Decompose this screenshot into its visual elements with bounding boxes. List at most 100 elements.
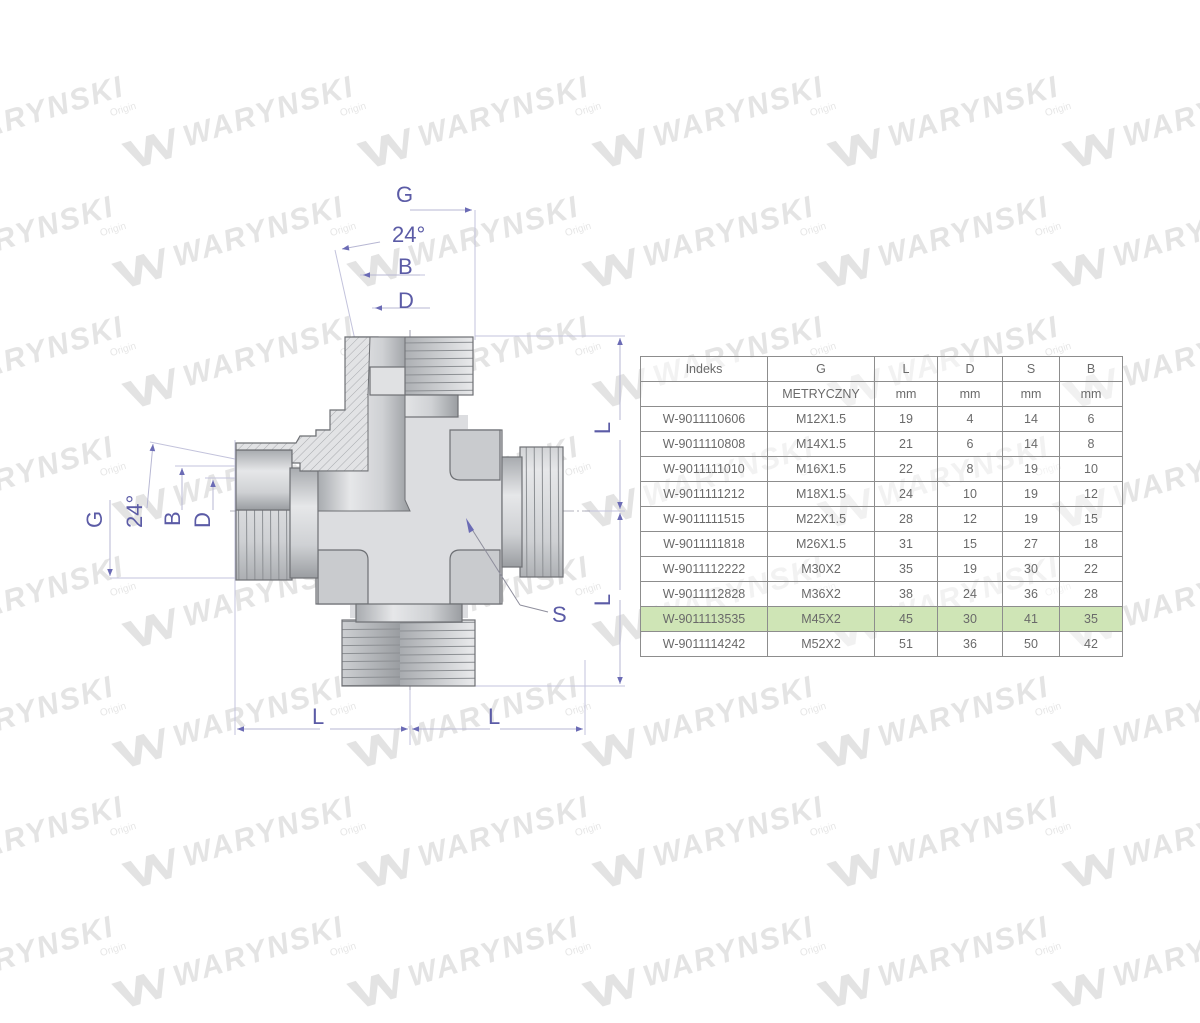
unit-cell: mm (1059, 381, 1123, 407)
table-cell: 30 (937, 606, 1003, 632)
wrench-arrow-icon (466, 518, 474, 533)
table-cell: 22 (1059, 556, 1123, 582)
table-cell: W-9011111212 (640, 481, 768, 507)
table-cell: 36 (937, 631, 1003, 657)
table-cell: 28 (874, 506, 938, 532)
table-cell: 27 (1002, 531, 1060, 557)
table-cell: M14X1.5 (767, 431, 875, 457)
table-cell: 36 (1002, 581, 1060, 607)
fitting-body (235, 336, 564, 687)
table-cell: 41 (1002, 606, 1060, 632)
table-cell: 10 (1059, 456, 1123, 482)
table-cell: W-9011114242 (640, 631, 768, 657)
table-cell: 19 (1002, 481, 1060, 507)
table-cell: 10 (937, 481, 1003, 507)
table-cell: M52X2 (767, 631, 875, 657)
unit-cell: mm (937, 381, 1003, 407)
table-cell: W-9011112828 (640, 581, 768, 607)
dim-label-right-l-upper: L (590, 422, 615, 434)
dim-label-bottom-l-right: L (488, 704, 500, 729)
spec-table: Indeks G L D S B METRYCZNY mm mm mm mm W… (640, 356, 1123, 657)
table-cell: 4 (937, 406, 1003, 432)
header-cell: B (1059, 356, 1123, 382)
table-cell: 8 (1059, 431, 1123, 457)
wrench-size-leader (467, 522, 549, 613)
table-cell: 24 (937, 581, 1003, 607)
table-cell: W-9011110808 (640, 431, 768, 457)
table-cell: M18X1.5 (767, 481, 875, 507)
dim-label-top-d: D (398, 288, 414, 313)
table-cell: 19 (937, 556, 1003, 582)
table-cell: 8 (937, 456, 1003, 482)
table-cell: 31 (874, 531, 938, 557)
dim-label-left-angle: 24° (122, 495, 147, 528)
table-cell: 24 (874, 481, 938, 507)
header-cell: D (937, 356, 1003, 382)
table-cell: W-9011113535 (640, 606, 768, 632)
table-cell: 51 (874, 631, 938, 657)
table-cell: M12X1.5 (767, 406, 875, 432)
table-cell: 14 (1002, 431, 1060, 457)
unit-cell: mm (874, 381, 938, 407)
table-cell: 6 (937, 431, 1003, 457)
dim-label-top-b: B (398, 254, 413, 279)
dim-label-left-g: G (82, 511, 107, 528)
dim-label-top-g: G (396, 182, 413, 207)
table-cell: 6 (1059, 406, 1123, 432)
dim-label-left-d: D (190, 512, 215, 528)
header-cell: L (874, 356, 938, 382)
table-cell: 45 (874, 606, 938, 632)
unit-cell: METRYCZNY (767, 381, 875, 407)
table-cell: 35 (1059, 606, 1123, 632)
header-cell: S (1002, 356, 1060, 382)
table-cell: W-9011110606 (640, 406, 768, 432)
table-cell: 21 (874, 431, 938, 457)
dim-label-left-b: B (160, 511, 185, 526)
table-cell: 19 (1002, 506, 1060, 532)
table-cell: 12 (937, 506, 1003, 532)
table-cell: 30 (1002, 556, 1060, 582)
table-cell: 15 (1059, 506, 1123, 532)
table-cell: W-9011111515 (640, 506, 768, 532)
dim-label-top-angle: 24° (392, 222, 425, 247)
table-cell: M16X1.5 (767, 456, 875, 482)
dim-label-s: S (552, 602, 567, 627)
table-cell: M26X1.5 (767, 531, 875, 557)
table-cell: 18 (1059, 531, 1123, 557)
header-cell: Indeks (640, 356, 768, 382)
table-cell: 35 (874, 556, 938, 582)
table-cell: M36X2 (767, 581, 875, 607)
table-cell: 19 (1002, 456, 1060, 482)
table-cell: W-9011111818 (640, 531, 768, 557)
table-cell: 28 (1059, 581, 1123, 607)
table-cell: M22X1.5 (767, 506, 875, 532)
dim-label-right-l-lower: L (590, 594, 615, 606)
table-cell: 15 (937, 531, 1003, 557)
table-cell: 19 (874, 406, 938, 432)
table-cell: 38 (874, 581, 938, 607)
table-header-row: Indeks G L D S B (640, 356, 1123, 382)
table-cell: W-9011112222 (640, 556, 768, 582)
unit-cell: mm (1002, 381, 1060, 407)
table-cell: 50 (1002, 631, 1060, 657)
unit-cell (640, 381, 768, 407)
table-cell: 12 (1059, 481, 1123, 507)
table-units-row: METRYCZNY mm mm mm mm (640, 381, 1123, 407)
dim-label-bottom-l-left: L (312, 704, 324, 729)
table-cell: W-9011111010 (640, 456, 768, 482)
table-cell: M30X2 (767, 556, 875, 582)
table-cell: 22 (874, 456, 938, 482)
table-cell: 42 (1059, 631, 1123, 657)
table-cell: 14 (1002, 406, 1060, 432)
table-cell: M45X2 (767, 606, 875, 632)
